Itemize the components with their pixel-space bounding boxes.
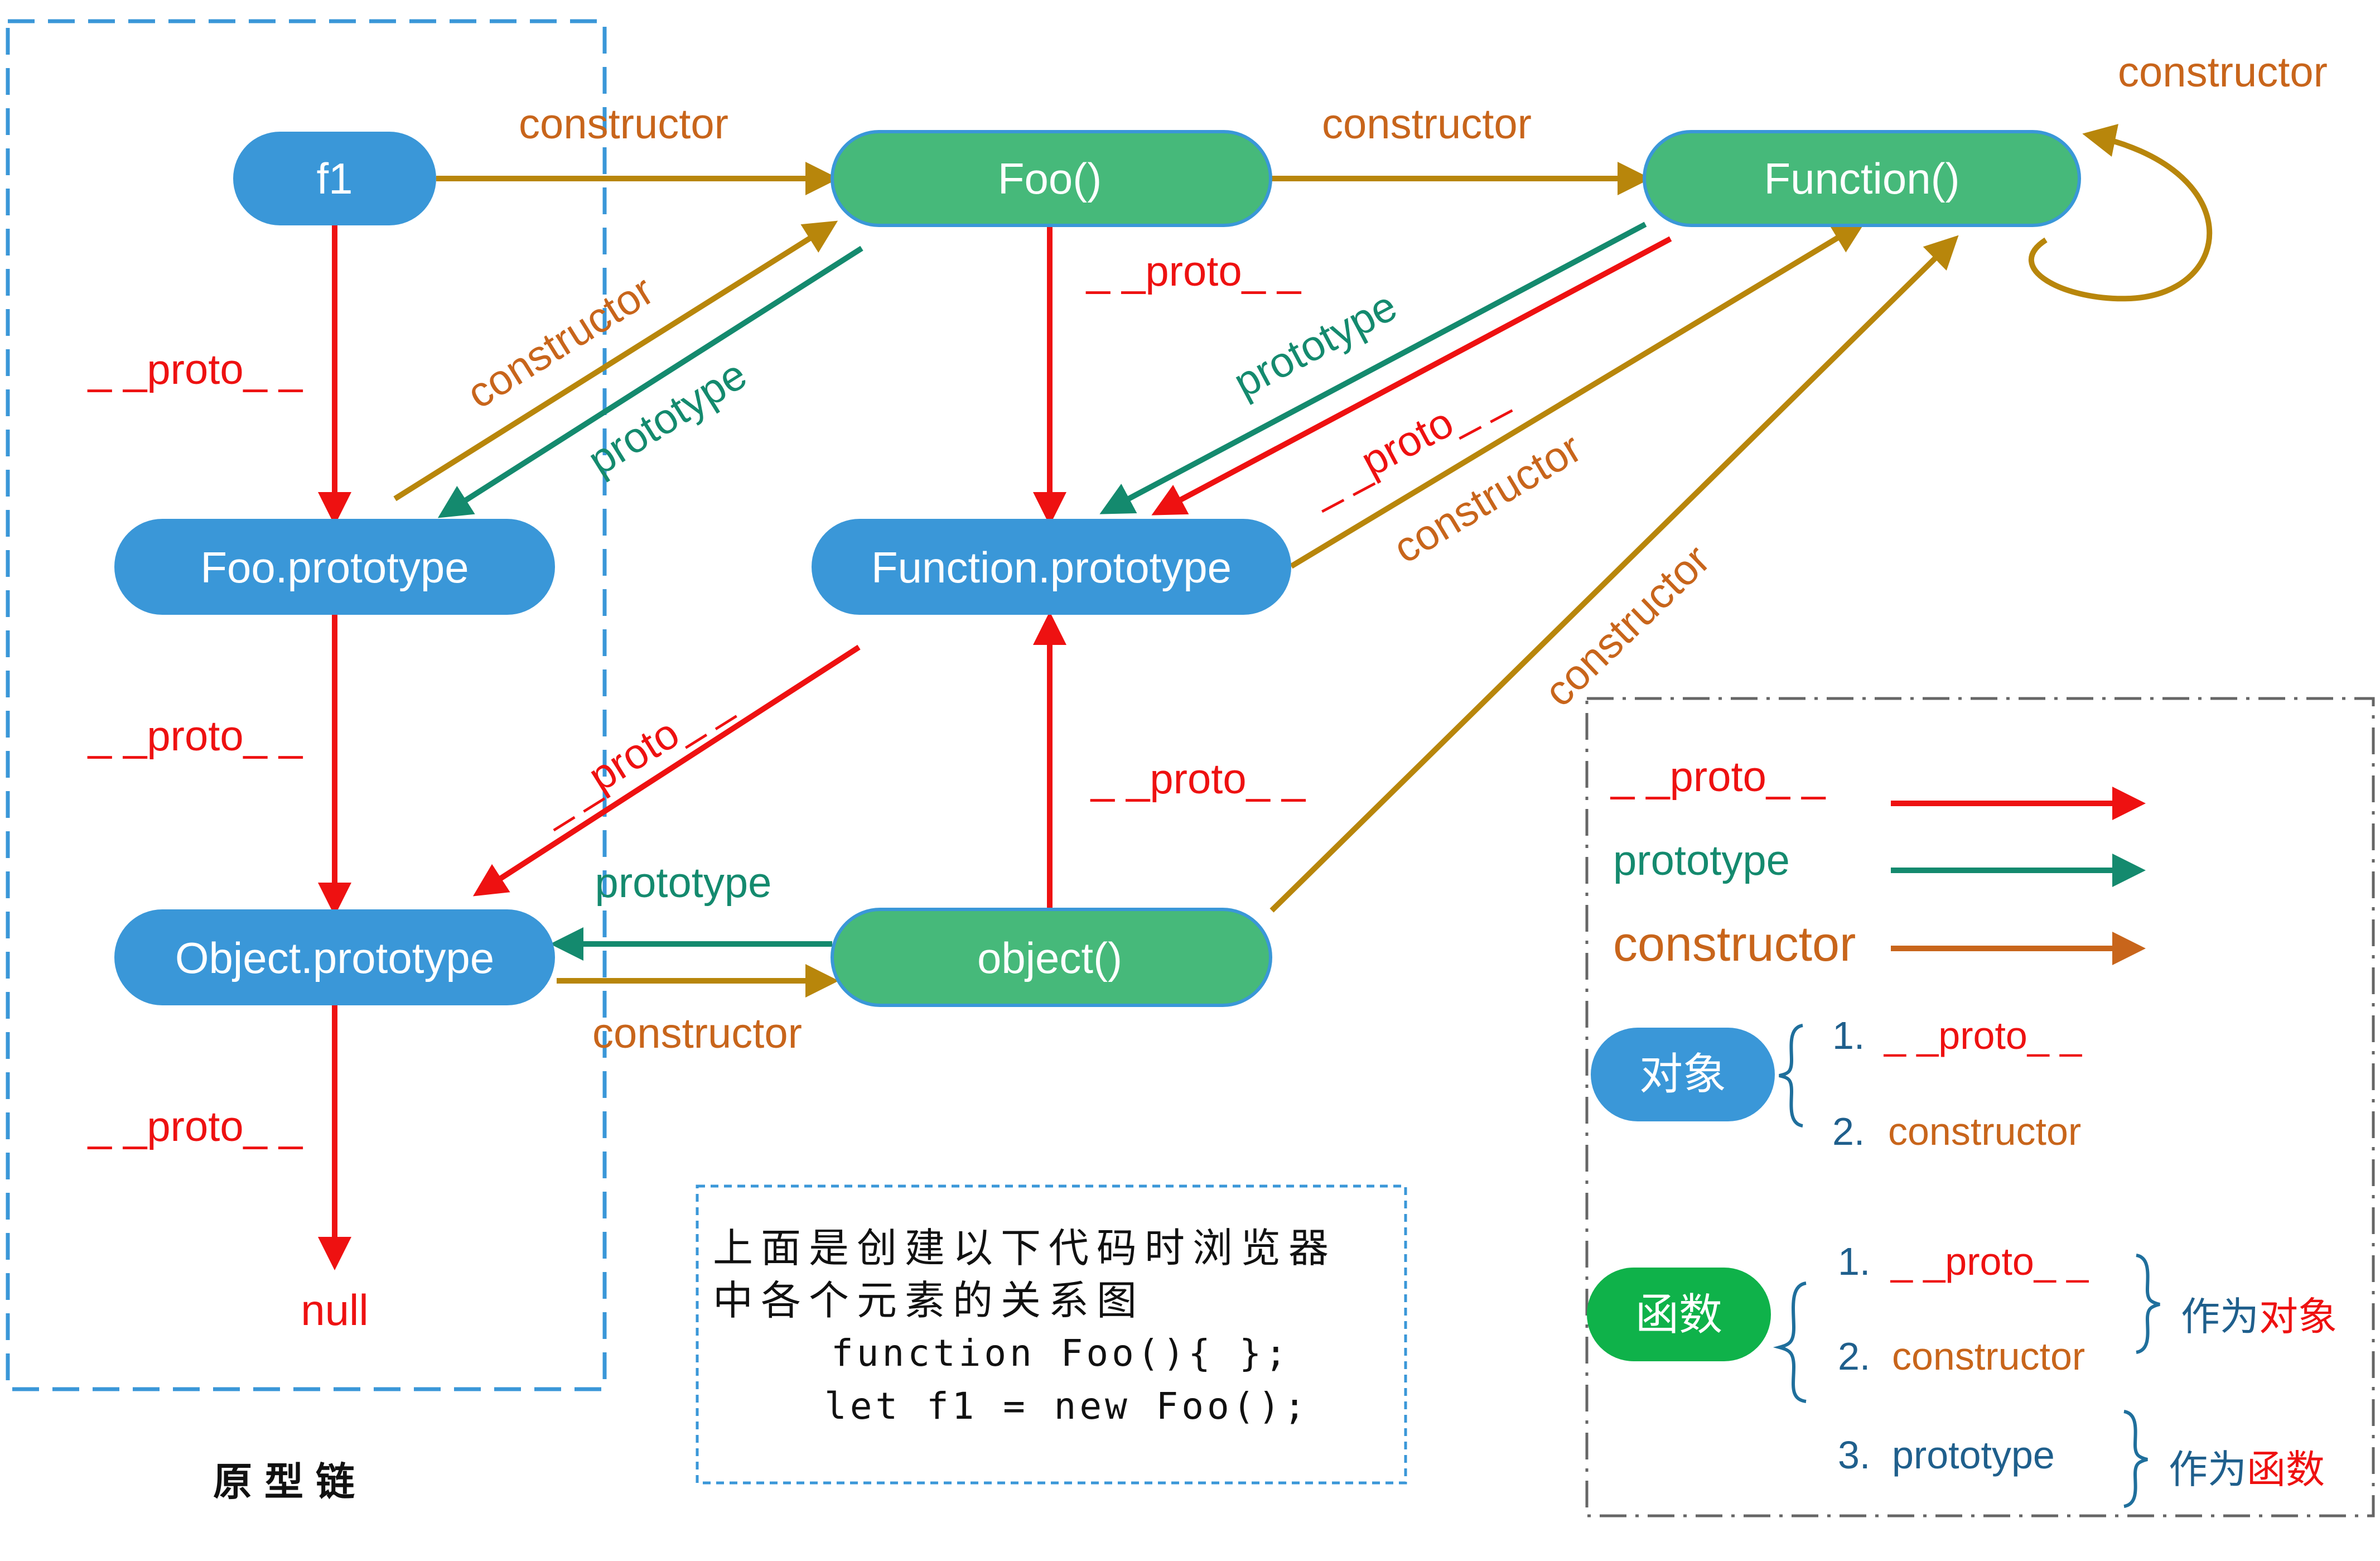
prototype-chain-caption: 原型链: [213, 1459, 367, 1505]
legend-as-object-prefix: 作为: [2181, 1294, 2259, 1340]
note-line-2: 中各个元素的关系图: [713, 1277, 1145, 1324]
legend-function-item-2-number: 2.: [1838, 1334, 1870, 1378]
legend-function-item-1-label: _ _proto_ _: [1890, 1240, 2089, 1283]
note-frame: [696, 1184, 1407, 1485]
note-line-1: 上面是创建以下代码时浏览器: [713, 1225, 1336, 1271]
node-object-prototype-label: Object.prototype: [175, 933, 494, 982]
edge-function-self-constructor: [2029, 124, 2213, 302]
edge-function-prototype-constructor: [1290, 220, 1866, 569]
node-function-label: Function(): [1764, 154, 1959, 203]
label-f1-proto: _ _proto_ _: [87, 346, 303, 393]
legend-function-item-3-label: prototype: [1892, 1433, 2055, 1477]
label-object-prototype-link: prototype: [595, 859, 772, 907]
node-function: Function(): [1643, 130, 2081, 227]
label-function-prototype-proto: _ _proto_ _: [529, 678, 738, 833]
prototype-chain-frame: [6, 19, 607, 1391]
node-foo-prototype: Foo.prototype: [114, 519, 555, 615]
node-object-label: object(): [977, 933, 1122, 982]
label-object-prototype-proto: _ _proto_ _: [87, 1103, 303, 1150]
label-foo-constructor: constructor: [1322, 100, 1532, 148]
legend-function-item-3-number: 3.: [1838, 1433, 1870, 1477]
label-foo-proto: _ _proto_ _: [1085, 248, 1302, 295]
node-object: object(): [831, 908, 1272, 1007]
legend-object-badge: 对象: [1591, 1028, 1775, 1121]
label-object-prototype-constructor: constructor: [592, 1010, 802, 1057]
node-f1-label: f1: [316, 154, 353, 203]
legend-function-item-1-number: 1.: [1838, 1240, 1870, 1283]
legend-proto-label: _ _proto_ _: [1610, 753, 1826, 801]
legend-constructor-label: constructor: [1613, 916, 1856, 971]
legend-as-function-note: 作为函数: [2169, 1447, 2325, 1492]
legend-object-item-2-label: constructor: [1888, 1110, 2081, 1153]
node-function-prototype-label: Function.prototype: [871, 543, 1232, 592]
edge-function-prototype: [1099, 221, 1647, 514]
legend-object-item-2-number: 2.: [1832, 1110, 1865, 1153]
legend-as-function-suffix: 函数: [2247, 1447, 2325, 1492]
label-f1-constructor: constructor: [519, 100, 728, 148]
legend-object-badge-label: 对象: [1639, 1049, 1726, 1100]
legend-as-function-brace: [2123, 1410, 2148, 1508]
node-object-prototype: Object.prototype: [114, 909, 555, 1005]
legend: _ _proto_ _ prototype constructor 对象 1. …: [1587, 753, 2337, 1508]
edge-foo-prototype: [437, 245, 863, 518]
legend-prototype-label: prototype: [1613, 837, 1790, 884]
label-foo-prototype-proto: _ _proto_ _: [87, 712, 303, 760]
edge-foo-prototype-constructor: [393, 220, 838, 502]
node-null: null: [301, 1285, 368, 1334]
legend-as-object-brace: [2136, 1254, 2160, 1354]
edge-object-constructor-to-function: [1269, 235, 1959, 913]
node-foo-prototype-label: Foo.prototype: [200, 543, 469, 592]
legend-frame: [1585, 697, 2375, 1517]
edge-function-proto: [1151, 236, 1672, 515]
legend-function-badge: 函数: [1587, 1268, 1771, 1361]
legend-as-function-prefix: 作为: [2169, 1447, 2247, 1492]
legend-as-object-suffix: 对象: [2259, 1294, 2337, 1340]
note-code-line-2: let f1 = new Foo();: [824, 1385, 1309, 1428]
legend-object-item-1-number: 1.: [1832, 1014, 1865, 1057]
edge-function-prototype-proto: [472, 644, 861, 897]
label-function-prototype-link: prototype: [1226, 282, 1404, 407]
legend-object-brace: [1779, 1024, 1803, 1128]
note-code-line-1: function Foo(){ };: [831, 1332, 1290, 1375]
node-f1: f1: [233, 132, 436, 225]
legend-function-badge-label: 函数: [1635, 1290, 1722, 1340]
node-foo: Foo(): [831, 130, 1272, 227]
label-function-self-constructor: constructor: [2118, 49, 2328, 96]
label-object-proto: _ _proto_ _: [1090, 755, 1306, 803]
note: 上面是创建以下代码时浏览器 中各个元素的关系图 function Foo(){ …: [713, 1225, 1336, 1428]
legend-function-brace: [1773, 1281, 1807, 1403]
node-function-prototype: Function.prototype: [812, 519, 1291, 615]
legend-function-item-2-label: constructor: [1892, 1334, 2085, 1378]
node-foo-label: Foo(): [998, 154, 1102, 203]
legend-object-item-1-label: _ _proto_ _: [1883, 1014, 2082, 1057]
legend-as-object-note: 作为对象: [2181, 1294, 2337, 1340]
